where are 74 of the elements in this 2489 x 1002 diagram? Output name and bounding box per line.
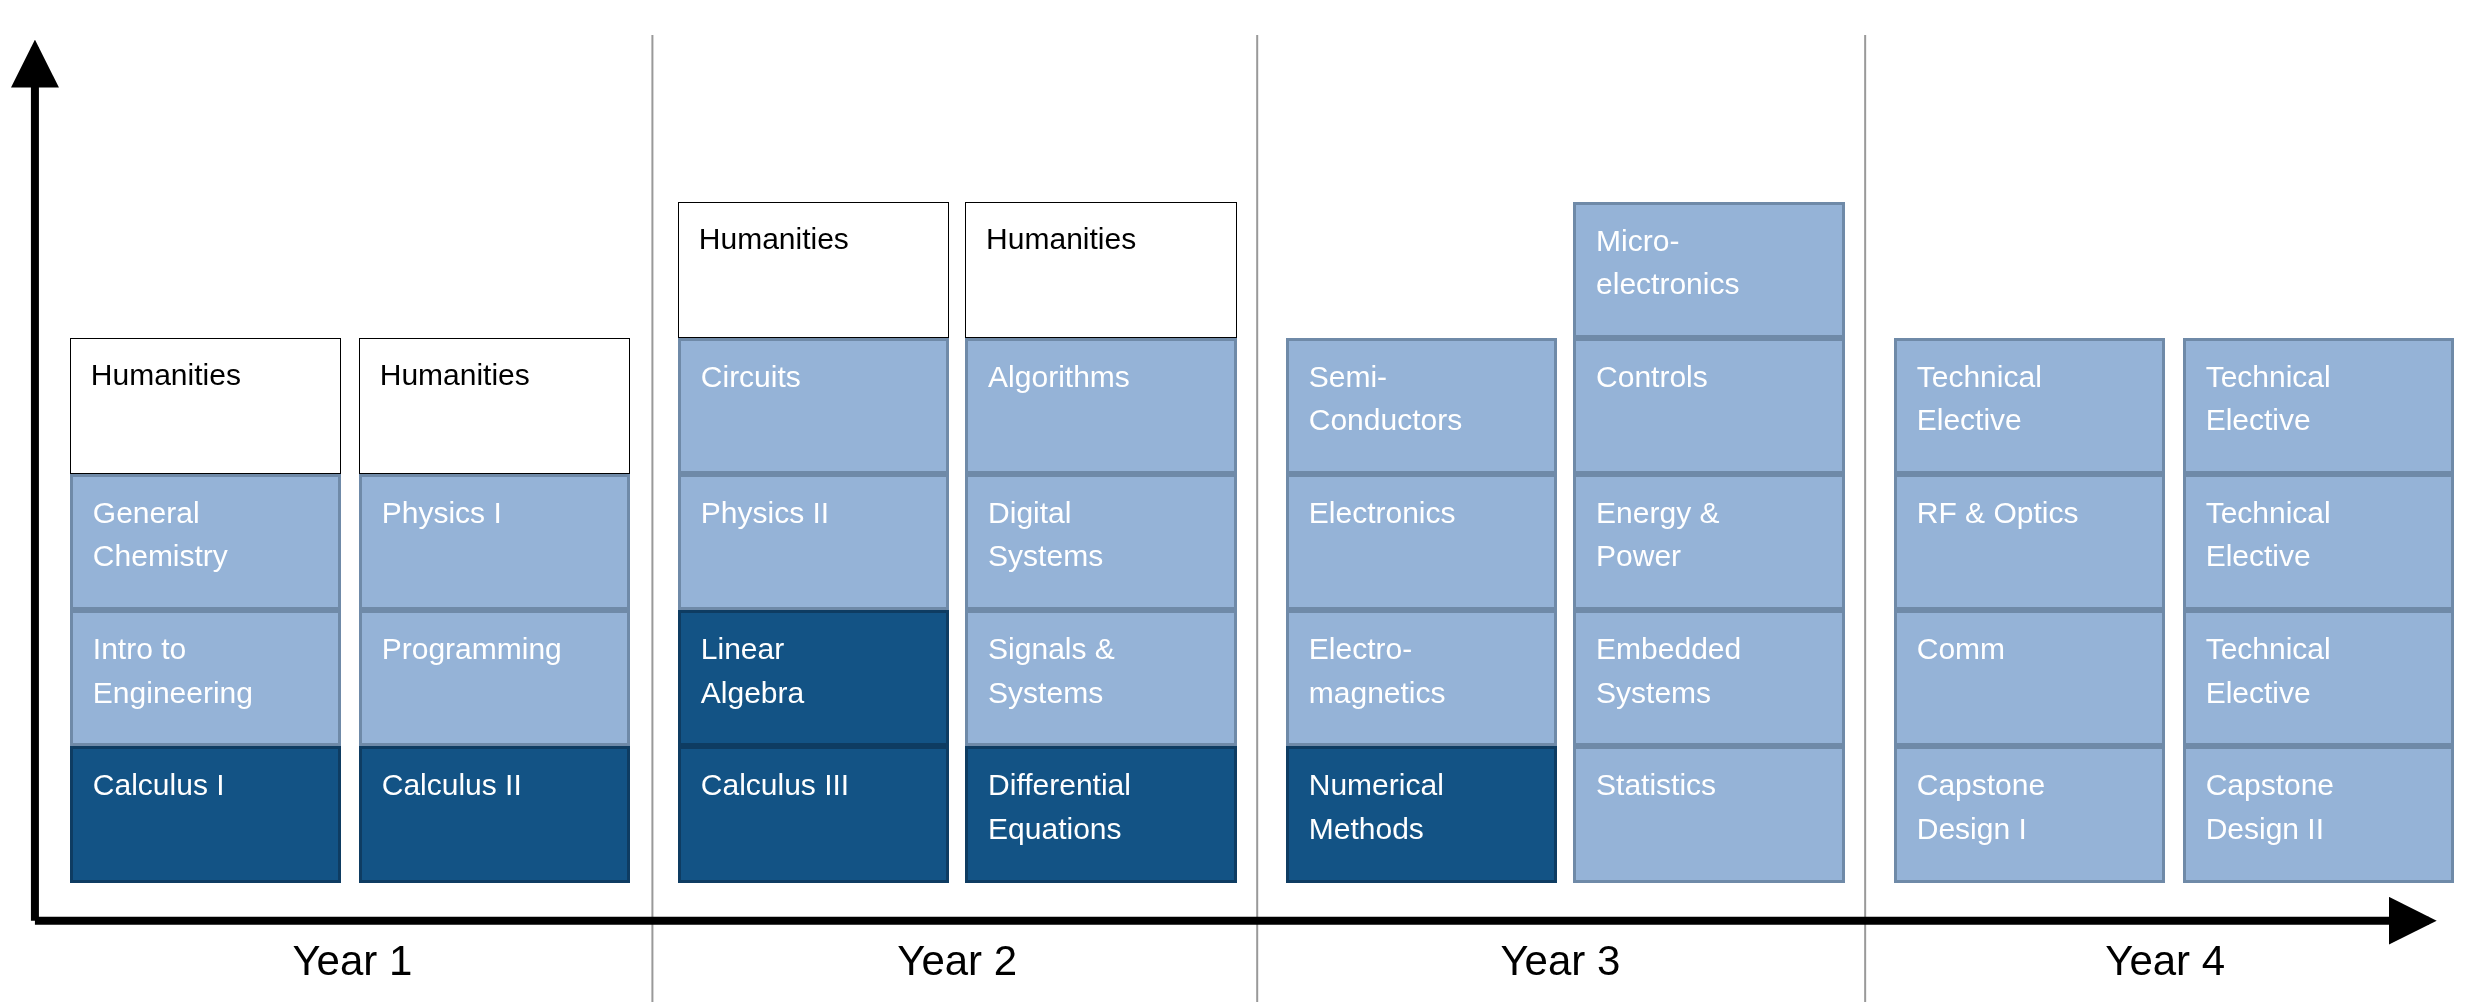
course-name: Electronics (1308, 495, 1456, 531)
course-box (965, 337, 1237, 474)
course-box (1893, 746, 2166, 883)
course-box (677, 746, 950, 883)
course-box (1573, 201, 1845, 338)
course-box (965, 474, 1237, 611)
course-box (358, 746, 631, 883)
year-label: Year 2 (897, 936, 1018, 985)
course-box (2182, 337, 2455, 474)
course-box (69, 337, 342, 474)
course-box (965, 610, 1237, 747)
course-box (677, 474, 950, 611)
course-box (1285, 474, 1558, 611)
course-name: Comm (1916, 631, 2006, 668)
course-name: Calculus III (700, 767, 850, 804)
course-name: Algorithms (988, 358, 1130, 395)
course-name: Semi-Conductors (1308, 358, 1464, 439)
course-name: Embedded Systems (1596, 631, 1743, 711)
course-name: Circuits (700, 358, 801, 395)
course-name: Intro to Engineering (92, 631, 254, 711)
course-box (1573, 746, 1845, 883)
course-name: Programming (381, 631, 562, 668)
course-name: Calculus I (92, 767, 225, 804)
course-name: General Chemistry (92, 495, 229, 575)
course-name: Technical Elective (2205, 495, 2332, 575)
course-box (677, 201, 950, 338)
course-name: Calculus II (381, 767, 522, 804)
course-name: Controls (1596, 358, 1708, 395)
course-name: Linear Algebra (700, 631, 806, 711)
course-name: Humanities (698, 220, 849, 257)
year-label: Year 1 (292, 936, 413, 985)
course-name: Differential Equations (988, 767, 1132, 847)
course-box (1893, 610, 2166, 747)
course-name: Capstone Design I (1916, 767, 2047, 847)
course-box (1285, 337, 1558, 474)
course-name: RF & Optics (1916, 495, 2079, 531)
course-name: Technical Elective (2205, 358, 2332, 439)
course-name: Digital Systems (988, 495, 1105, 575)
course-name: Humanities (379, 356, 530, 393)
course-box (2182, 610, 2455, 747)
course-box (1573, 474, 1845, 611)
course-box (2182, 746, 2455, 883)
course-box (1893, 337, 2166, 474)
course-box (1285, 746, 1558, 883)
course-box (2182, 474, 2455, 611)
course-name: Electro-magnetics (1308, 631, 1447, 711)
course-box (358, 474, 631, 611)
course-box (677, 337, 950, 474)
course-name: Physics II (700, 495, 830, 531)
course-box (677, 610, 950, 747)
course-box (1893, 474, 2166, 611)
course-box (1573, 337, 1845, 474)
course-box (69, 610, 342, 747)
course-name: Humanities (90, 356, 241, 393)
course-box (358, 337, 631, 474)
course-name: Statistics (1596, 767, 1717, 804)
year-label: Year 3 (1500, 936, 1621, 985)
course-name: Numerical Methods (1308, 767, 1445, 847)
course-name: Energy & Power (1596, 495, 1721, 575)
course-name: Micro-electronics (1596, 222, 1741, 303)
course-name: Capstone Design II (2205, 767, 2336, 847)
course-name: Physics I (381, 495, 502, 531)
course-box (965, 201, 1237, 338)
course-box (1573, 610, 1845, 747)
course-box (1285, 610, 1558, 747)
course-name: Technical Elective (1916, 358, 2043, 439)
course-name: Humanities (986, 220, 1137, 257)
course-box (69, 474, 342, 611)
course-box (965, 746, 1237, 883)
year-label: Year 4 (2105, 936, 2226, 985)
course-name: Signals & Systems (988, 631, 1116, 711)
course-box (69, 746, 342, 883)
course-name: Technical Elective (2205, 631, 2332, 711)
course-box (358, 610, 631, 747)
